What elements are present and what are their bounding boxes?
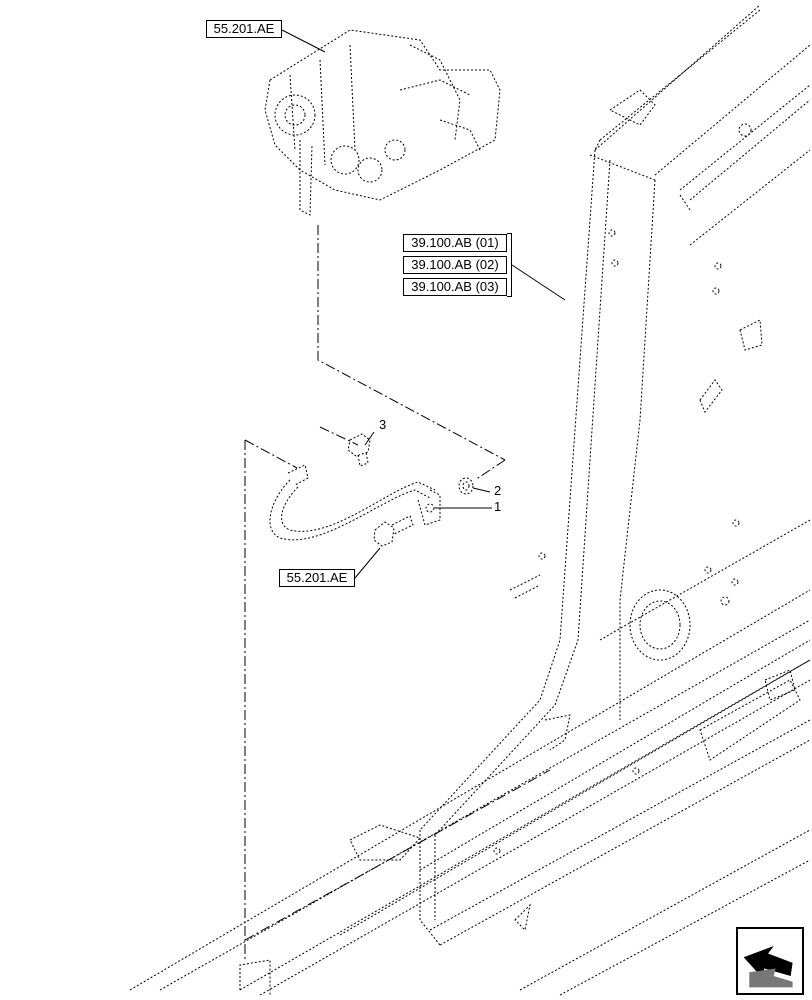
chassis-frame (129, 4, 811, 996)
ground-cable (269, 464, 441, 541)
phantom-lines (244, 225, 551, 960)
bolt-top (347, 433, 371, 467)
ref-frame-01[interactable]: 39.100.AB (01) (403, 234, 507, 252)
washer (458, 477, 474, 495)
callout-item-1: 1 (494, 499, 502, 514)
starter-motor (264, 29, 501, 216)
callout-item-3: 3 (379, 417, 387, 432)
ref-cable[interactable]: 55.201.AE (279, 569, 355, 587)
callout-item-2: 2 (494, 483, 502, 498)
ref-bracket (507, 233, 512, 297)
next-page-button[interactable] (736, 927, 804, 995)
bolt-lower (373, 515, 414, 547)
leader-lines (281, 29, 566, 579)
ref-starter-motor[interactable]: 55.201.AE (206, 20, 282, 38)
ref-frame-03[interactable]: 39.100.AB (03) (403, 278, 507, 296)
arrow-next-icon (743, 945, 793, 988)
ref-frame-02[interactable]: 39.100.AB (02) (403, 256, 507, 274)
